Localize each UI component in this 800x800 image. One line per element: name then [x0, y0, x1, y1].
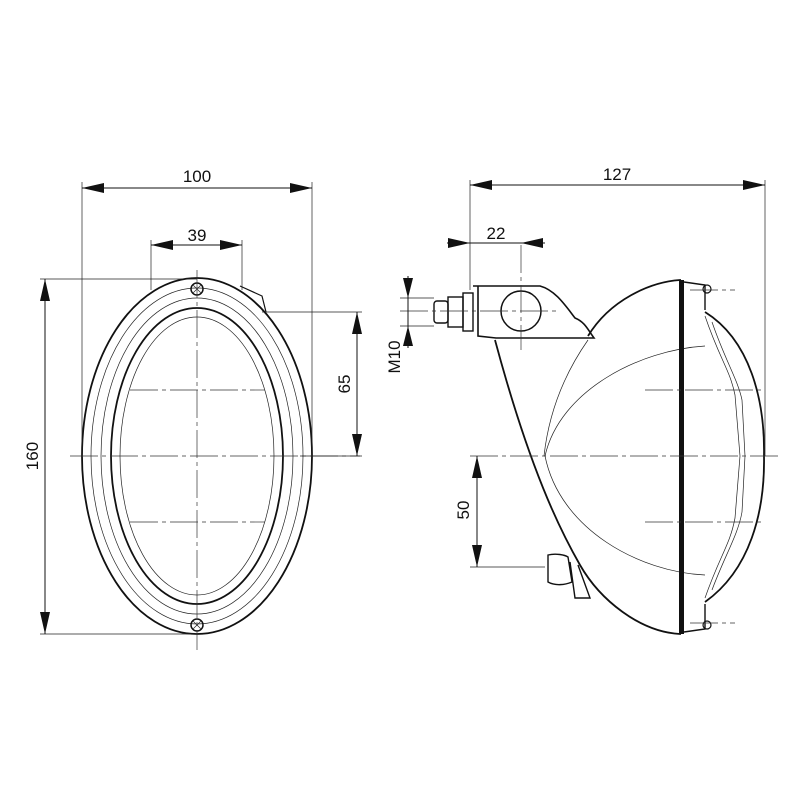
dim-cable-offset-label: 50 — [454, 501, 473, 520]
cable-gland — [547, 553, 591, 599]
dim-height-label: 160 — [23, 442, 42, 470]
mount-tab — [239, 285, 267, 313]
housing-body — [494, 279, 681, 635]
dim-mount-spacing-label: 39 — [188, 226, 207, 245]
front-view: 100 39 160 65 — [23, 167, 362, 650]
dim-bracket-label: 22 — [487, 224, 506, 243]
mount-bracket — [473, 285, 596, 339]
dim-depth-label: 127 — [603, 165, 631, 184]
lens-dome — [704, 311, 765, 603]
dim-width-label: 100 — [183, 167, 211, 186]
screw-icon — [702, 620, 712, 630]
dim-thread-label: M10 — [385, 340, 404, 373]
screw-icon — [702, 284, 712, 294]
bolt-icon — [433, 292, 474, 332]
dim-mount-offset-label: 65 — [335, 375, 354, 394]
front-rim — [679, 280, 684, 634]
side-view: 127 22 M10 50 — [385, 165, 780, 635]
